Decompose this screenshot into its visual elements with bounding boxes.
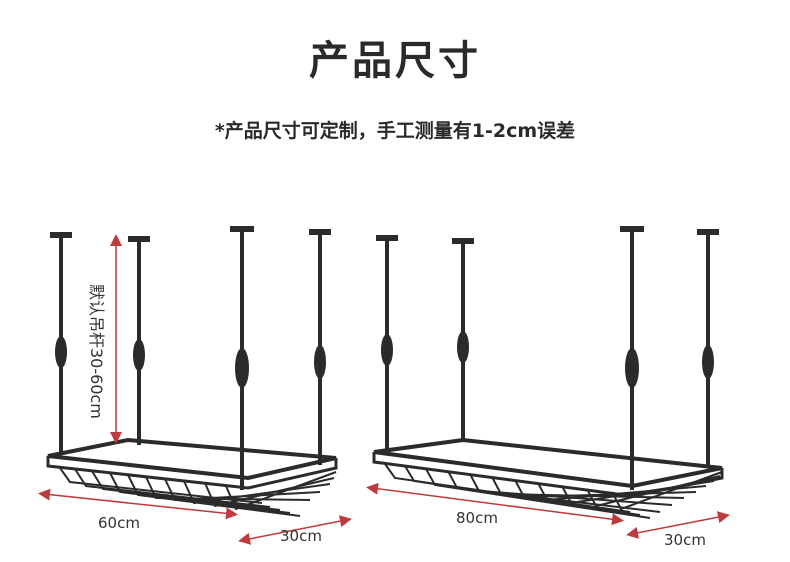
- right-length-label: 80cm: [456, 509, 498, 527]
- right-width-dimension: 30cm: [626, 511, 730, 549]
- left-rack-rails: [59, 467, 337, 517]
- right-width-label: 30cm: [664, 531, 706, 549]
- page-title: 产品尺寸: [309, 38, 481, 84]
- left-width-dimension: 30cm: [238, 515, 352, 545]
- right-rack: [372, 226, 724, 519]
- left-pole-label: 默认吊杆30-60cm: [87, 284, 106, 419]
- left-width-label: 30cm: [280, 527, 322, 545]
- right-length-dimension: 80cm: [366, 482, 624, 527]
- left-rack-poles: [50, 226, 331, 490]
- left-length-dimension: 60cm: [38, 488, 238, 532]
- right-rack-poles: [376, 226, 719, 490]
- left-pole-dimension: 默认吊杆30-60cm: [87, 234, 122, 444]
- right-rack-rails: [384, 463, 723, 519]
- left-length-label: 60cm: [98, 514, 140, 532]
- page-subtitle: *产品尺寸可定制，手工测量有1-2cm误差: [214, 120, 576, 142]
- left-rack: [46, 226, 338, 517]
